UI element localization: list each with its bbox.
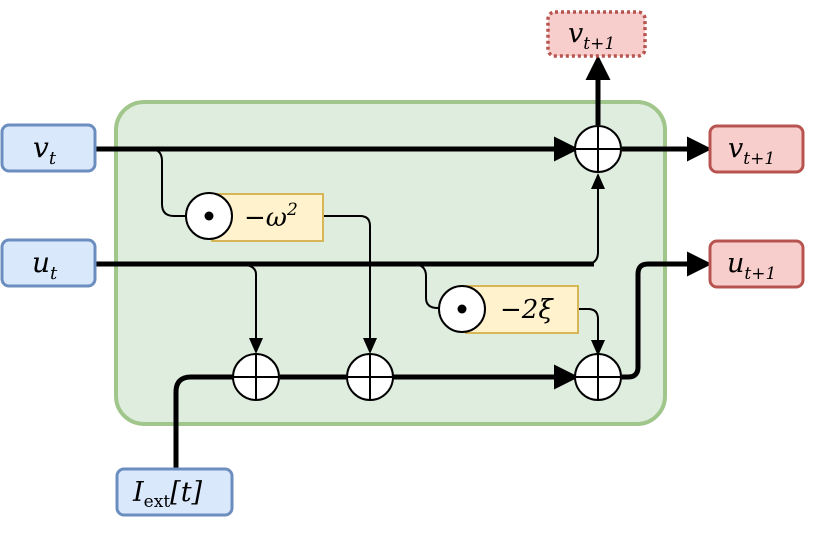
plus-circle-icon (574, 125, 622, 173)
input-u-label: ut (32, 246, 58, 284)
dot-circle-icon (438, 285, 486, 333)
output-u-right-label: ut+1 (727, 248, 776, 284)
edge-iext-to-add-1 (173, 374, 234, 469)
dot-circle-icon (185, 192, 233, 240)
edge-u-to-add1 (235, 263, 263, 354)
input-iext-box (115, 467, 234, 517)
edge-u-to-mul-xi (411, 263, 440, 309)
edge-u-to-add-top (585, 173, 605, 265)
plus-circle-icon (232, 353, 280, 401)
coef-xi-label: −2ξ (500, 295, 554, 325)
input-v-label: vt (33, 131, 57, 169)
input-u-box (0, 238, 97, 288)
input-iext-label: Iext[t] (132, 477, 203, 512)
edge-xi-to-add3 (578, 308, 605, 356)
output-u-right-box (708, 239, 805, 289)
output-v-top-label: vt+1 (568, 18, 615, 54)
plus-circle-icon (346, 353, 394, 401)
output-v-top-box (546, 10, 647, 58)
coef-omega-label: −ω2 (244, 200, 298, 233)
output-v-right-box (708, 124, 805, 174)
edge-add3-to-u-out (622, 251, 712, 380)
edge-omega-to-add2 (323, 215, 377, 354)
plus-circle-icon (574, 353, 622, 401)
output-v-right-label: vt+1 (728, 133, 775, 169)
edge-v-to-mul-omega (149, 148, 186, 217)
input-v-box (0, 123, 97, 173)
